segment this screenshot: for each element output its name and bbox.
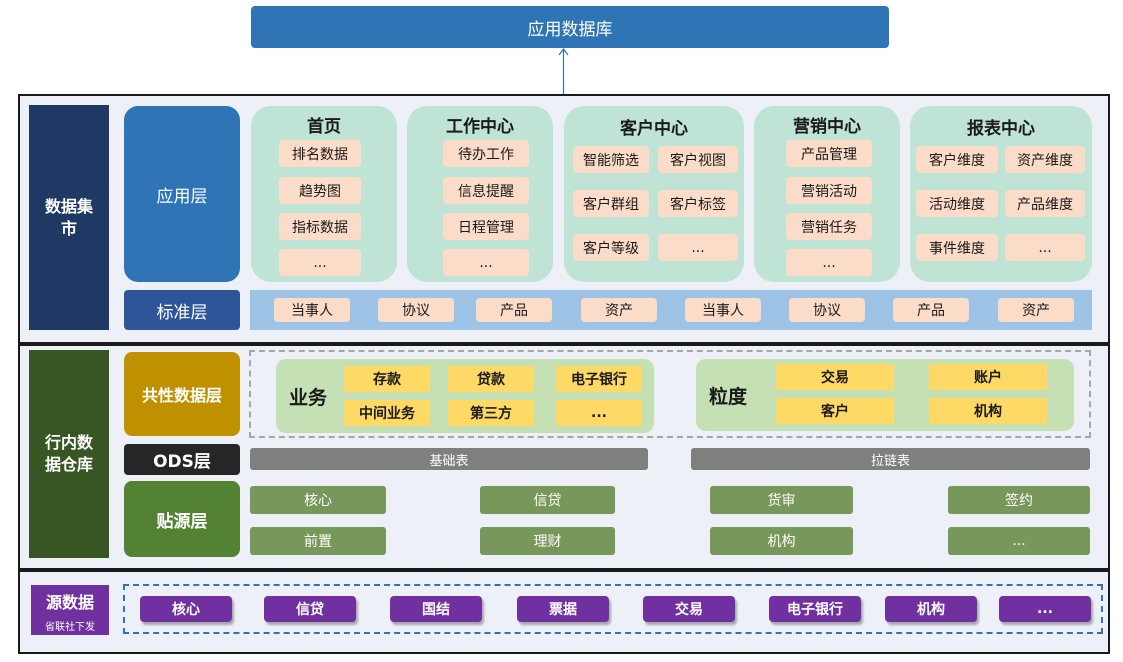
module-marketing-center-item: 营销活动 — [786, 177, 872, 204]
src-layer-item: 理财 — [480, 527, 615, 555]
granularity-item: 账户 — [929, 364, 1047, 390]
src-layer-item: 核心 — [250, 486, 386, 514]
module-report-center-item: 客户维度 — [916, 146, 998, 173]
module-marketing-center-item: 产品管理 — [786, 140, 872, 167]
business-item: 第三方 — [448, 400, 534, 426]
module-customer-center-item: ... — [658, 234, 738, 261]
std-layer-label: 标准层 — [124, 290, 240, 330]
module-work-center-item: ... — [443, 249, 529, 276]
module-marketing-center-item: ... — [786, 249, 872, 276]
source-item: 信贷 — [264, 596, 356, 622]
source-item: 电子银行 — [769, 596, 861, 622]
source-item: ... — [999, 596, 1091, 622]
business-item: ... — [556, 400, 642, 426]
std-item: 资产 — [998, 298, 1074, 322]
module-home-item: 指标数据 — [279, 213, 361, 240]
module-marketing-center-item: 营销任务 — [786, 213, 872, 240]
std-item: 资产 — [581, 298, 657, 322]
source-item: 国结 — [390, 596, 482, 622]
common-layer-label: 共性数据层 — [124, 352, 240, 436]
source-data-sublabel: 省联社下发 — [45, 621, 95, 633]
business-item: 贷款 — [448, 366, 534, 392]
common-layer-frame — [249, 350, 1091, 438]
module-customer-center-item: 客户等级 — [573, 234, 649, 261]
std-item: 产品 — [893, 298, 969, 322]
granularity-item: 交易 — [776, 364, 894, 390]
src-layer-item: ... — [948, 527, 1090, 555]
module-report-center-item: 事件维度 — [916, 234, 998, 261]
module-report-center-item: 活动维度 — [916, 190, 998, 217]
source-data-label: 源数据 — [45, 593, 94, 612]
source-item: 核心 — [140, 596, 232, 622]
ods-item: 基础表 — [250, 448, 648, 470]
business-item: 存款 — [344, 366, 430, 392]
src-layer-label: 贴源层 — [124, 481, 240, 557]
module-report-center-item: 资产维度 — [1005, 146, 1085, 173]
std-item: 当事人 — [685, 298, 761, 322]
std-item: 产品 — [476, 298, 552, 322]
granularity-title: 粒度 — [708, 385, 747, 408]
module-home-item: ... — [279, 249, 361, 276]
granularity-item: 客户 — [776, 398, 894, 424]
module-work-center-title: 工作中心 — [446, 116, 514, 137]
src-layer-item: 货审 — [710, 486, 853, 514]
arrow-head-icon — [558, 48, 569, 56]
app-layer-label: 应用层 — [124, 106, 240, 282]
module-report-center-title: 报表中心 — [967, 118, 1035, 139]
module-customer-center-item: 客户视图 — [658, 146, 738, 173]
business-title: 业务 — [288, 386, 327, 409]
business-item: 中间业务 — [344, 400, 430, 426]
module-work-center-item: 待办工作 — [443, 140, 529, 167]
module-work-center-item: 信息提醒 — [443, 177, 529, 204]
std-item: 协议 — [789, 298, 865, 322]
src-layer-item: 信贷 — [480, 486, 615, 514]
business-item: 电子银行 — [556, 366, 642, 392]
module-work-center-item: 日程管理 — [443, 213, 529, 240]
source-item: 机构 — [885, 596, 977, 622]
module-home-title: 首页 — [307, 116, 341, 137]
source-item: 交易 — [643, 596, 735, 622]
std-item: 协议 — [378, 298, 454, 322]
source-data-label-box — [31, 585, 109, 635]
std-item: 当事人 — [274, 298, 350, 322]
ods-item: 拉链表 — [691, 448, 1090, 470]
module-home-item: 趋势图 — [279, 177, 361, 204]
module-customer-center-item: 客户群组 — [573, 190, 649, 217]
module-customer-center-title: 客户中心 — [620, 118, 688, 139]
module-marketing-center-title: 营销中心 — [793, 116, 861, 137]
data-mart-label: 数据集市 — [29, 105, 109, 330]
up-arrow-icon — [562, 50, 565, 96]
src-layer-item: 机构 — [710, 527, 853, 555]
module-report-center-item: ... — [1005, 234, 1085, 261]
ods-layer-label: ODS层 — [124, 444, 240, 475]
source-items-frame — [123, 584, 1103, 634]
data-warehouse-label: 行内数据仓库 — [29, 350, 109, 558]
source-item: 票据 — [517, 596, 609, 622]
src-layer-item: 前置 — [250, 527, 386, 555]
module-home-item: 排名数据 — [279, 140, 361, 167]
app-database-box: 应用数据库 — [251, 6, 889, 48]
src-layer-item: 签约 — [948, 486, 1090, 514]
module-customer-center-item: 客户标签 — [658, 190, 738, 217]
module-report-center-item: 产品维度 — [1005, 190, 1085, 217]
granularity-item: 机构 — [929, 398, 1047, 424]
module-customer-center-item: 智能筛选 — [573, 146, 649, 173]
